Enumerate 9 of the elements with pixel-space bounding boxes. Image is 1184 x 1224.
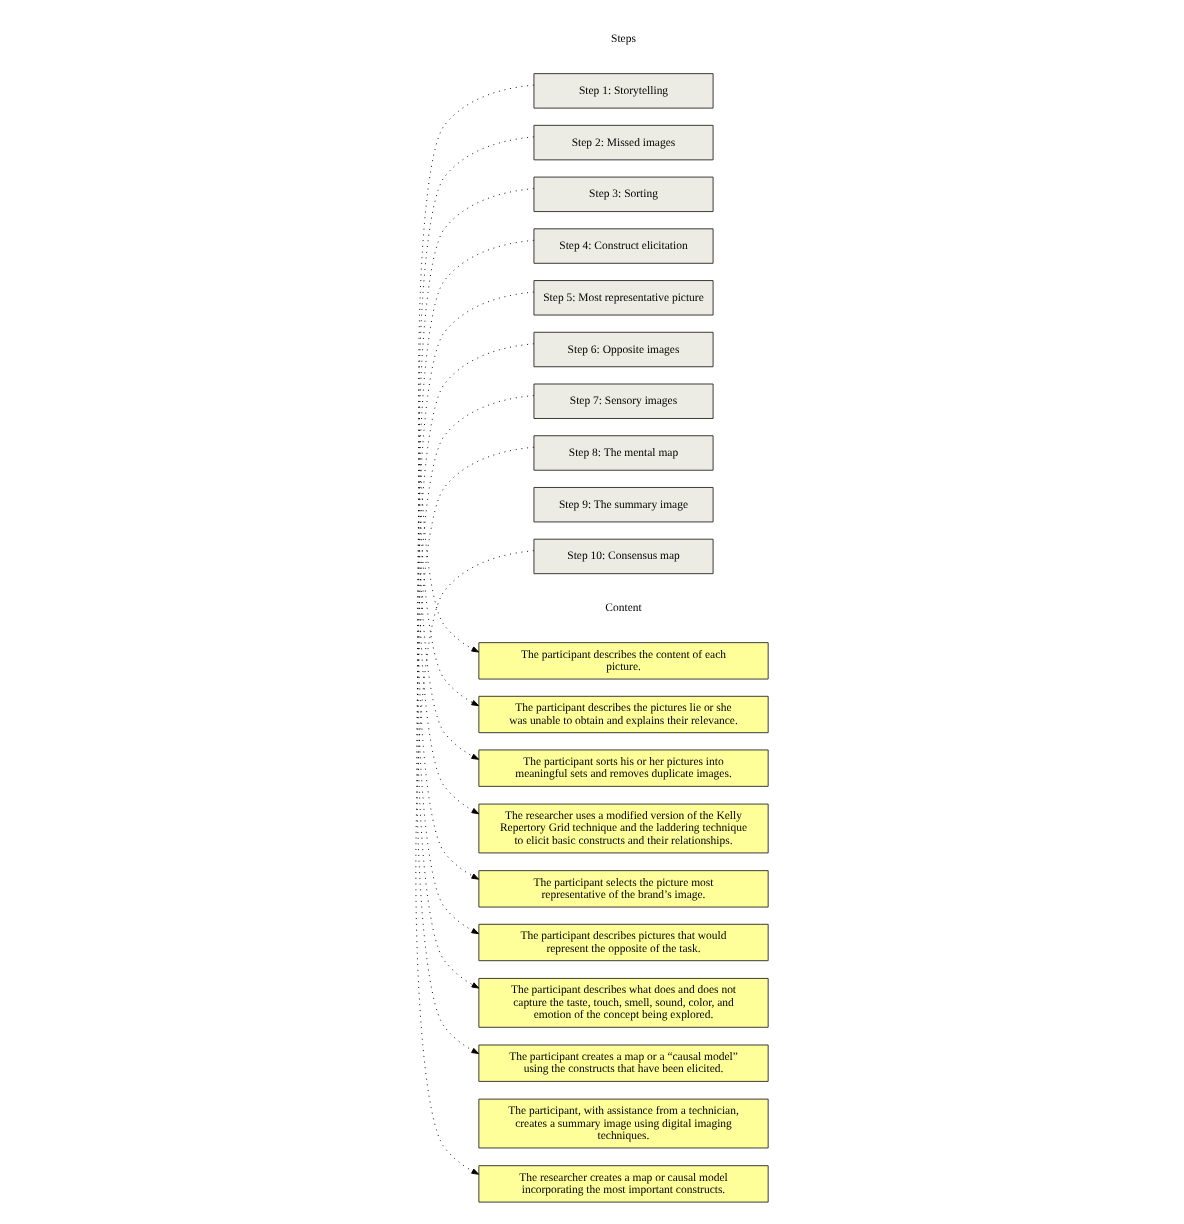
- arrow: [417, 291, 535, 880]
- arrow: [417, 239, 535, 815]
- arrow: [418, 136, 535, 707]
- arrow: [416, 446, 535, 1054]
- arrow: [415, 550, 535, 1175]
- arrow: [416, 395, 535, 989]
- arrow: [418, 188, 535, 760]
- arrow: [418, 84, 535, 653]
- arrow: [417, 343, 535, 935]
